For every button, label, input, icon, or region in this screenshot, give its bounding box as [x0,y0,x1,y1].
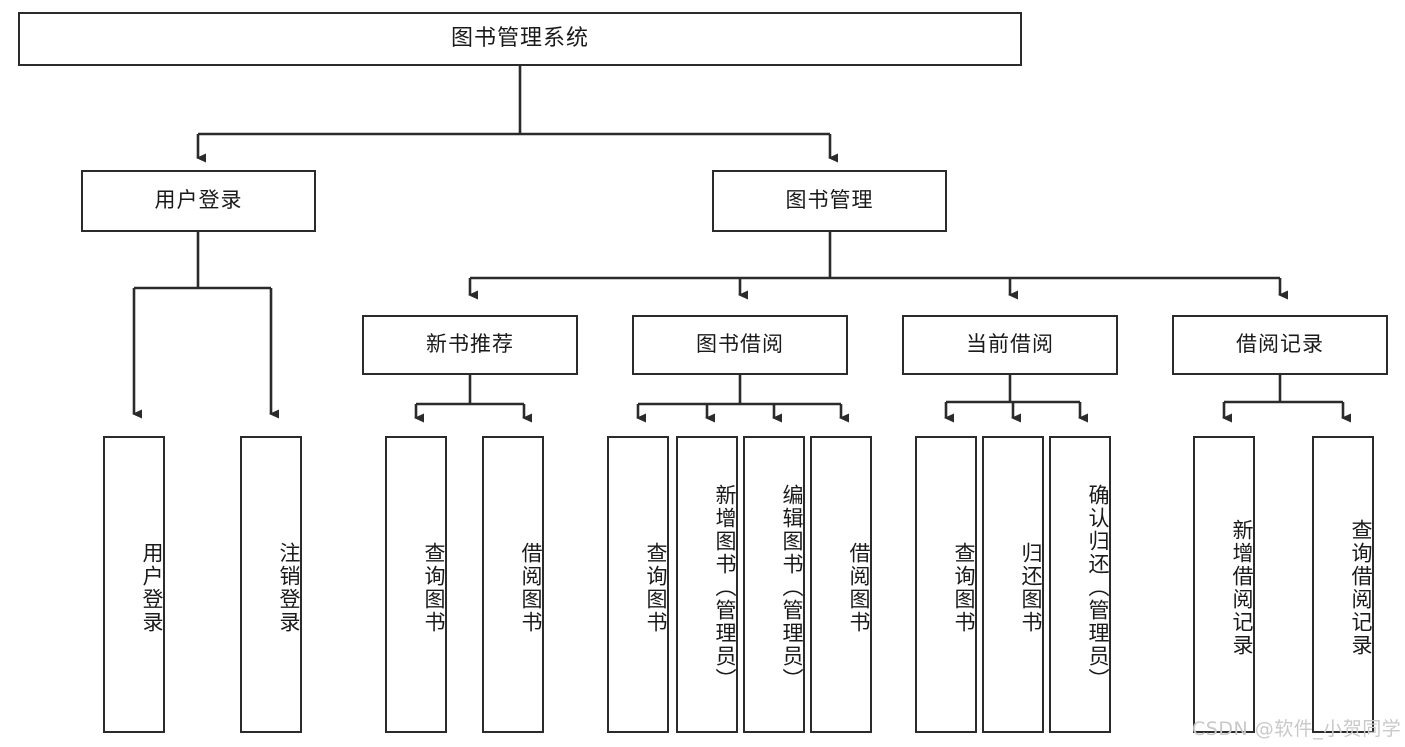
leaf-add-book-admin-label: 新增图书（管理员） [713,484,737,691]
leaf-add-book-admin[interactable]: 新增图书（管理员） [676,436,738,733]
leaf-add-borrow-record[interactable]: 新增借阅记录 [1193,436,1255,733]
leaf-add-borrow-record-label: 新增借阅记录 [1230,518,1254,657]
leaf-user-login-label: 用户登录 [140,541,164,634]
node-book-borrow-label: 图书借阅 [696,332,784,357]
node-new-book-recommend-label: 新书推荐 [426,332,514,357]
leaf-recommend-query-book-label: 查询图书 [422,541,446,634]
leaf-query-borrow-record[interactable]: 查询借阅记录 [1312,436,1374,733]
node-borrow-record[interactable]: 借阅记录 [1172,315,1388,375]
leaf-borrow-book-label: 借阅图书 [847,541,871,634]
node-user-login-label: 用户登录 [154,188,243,213]
leaf-borrow-query-book[interactable]: 查询图书 [607,436,669,733]
leaf-return-book[interactable]: 归还图书 [982,436,1044,733]
leaf-edit-book-admin-label: 编辑图书（管理员） [780,484,804,691]
leaf-query-borrow-record-label: 查询借阅记录 [1349,518,1373,657]
node-new-book-recommend[interactable]: 新书推荐 [362,315,578,375]
node-root-book-management-system[interactable]: 图书管理系统 [18,12,1022,66]
leaf-recommend-borrow-book-label: 借阅图书 [519,541,543,634]
node-book-borrow[interactable]: 图书借阅 [632,315,848,375]
leaf-logout-label: 注销登录 [277,541,301,634]
node-current-borrow[interactable]: 当前借阅 [902,315,1118,375]
leaf-current-query-book[interactable]: 查询图书 [915,436,977,733]
leaf-edit-book-admin[interactable]: 编辑图书（管理员） [743,436,805,733]
leaf-borrow-query-book-label: 查询图书 [644,541,668,634]
node-user-login[interactable]: 用户登录 [81,170,316,232]
leaf-logout[interactable]: 注销登录 [240,436,302,733]
leaf-user-login[interactable]: 用户登录 [103,436,165,733]
leaf-current-query-book-label: 查询图书 [952,541,976,634]
leaf-confirm-return-admin-label: 确认归还（管理员） [1086,484,1110,691]
leaf-confirm-return-admin[interactable]: 确认归还（管理员） [1049,436,1111,733]
node-borrow-record-label: 借阅记录 [1236,332,1324,357]
leaf-recommend-query-book[interactable]: 查询图书 [385,436,447,733]
csdn-watermark: CSDN @软件_小贺同学 [1192,718,1402,740]
leaf-borrow-book[interactable]: 借阅图书 [810,436,872,733]
node-book-management-label: 图书管理 [785,188,874,213]
leaf-recommend-borrow-book[interactable]: 借阅图书 [482,436,544,733]
node-current-borrow-label: 当前借阅 [966,332,1054,357]
node-root-label: 图书管理系统 [450,25,589,51]
node-book-management[interactable]: 图书管理 [712,170,947,232]
leaf-return-book-label: 归还图书 [1019,541,1043,634]
